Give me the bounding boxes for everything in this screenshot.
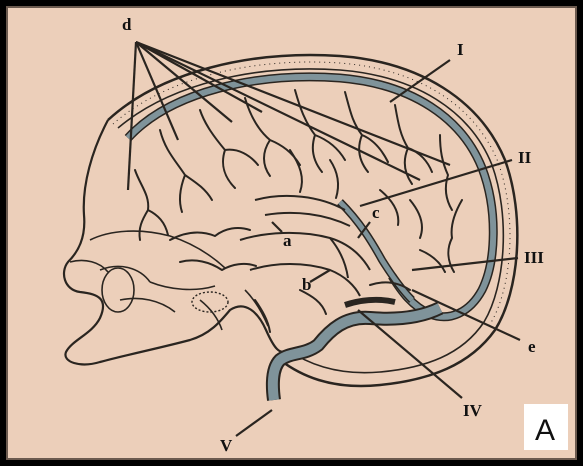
label-d: d bbox=[122, 15, 132, 34]
label-b: b bbox=[302, 275, 311, 294]
label-V: V bbox=[220, 436, 233, 455]
inferior-sinus-vessel bbox=[345, 300, 395, 305]
orbit-shape bbox=[102, 268, 134, 312]
label-IV: IV bbox=[463, 401, 483, 420]
panel-label: A bbox=[535, 414, 555, 447]
face-skull-base bbox=[64, 120, 288, 364]
label-I: I bbox=[457, 40, 464, 59]
label-II: II bbox=[518, 148, 532, 167]
label-e: e bbox=[528, 337, 536, 356]
label-III: III bbox=[524, 248, 544, 267]
skull-base-detail bbox=[70, 231, 268, 330]
internal-cerebral-vein bbox=[255, 196, 350, 226]
label-a: a bbox=[283, 231, 292, 250]
label-c: c bbox=[372, 203, 380, 222]
